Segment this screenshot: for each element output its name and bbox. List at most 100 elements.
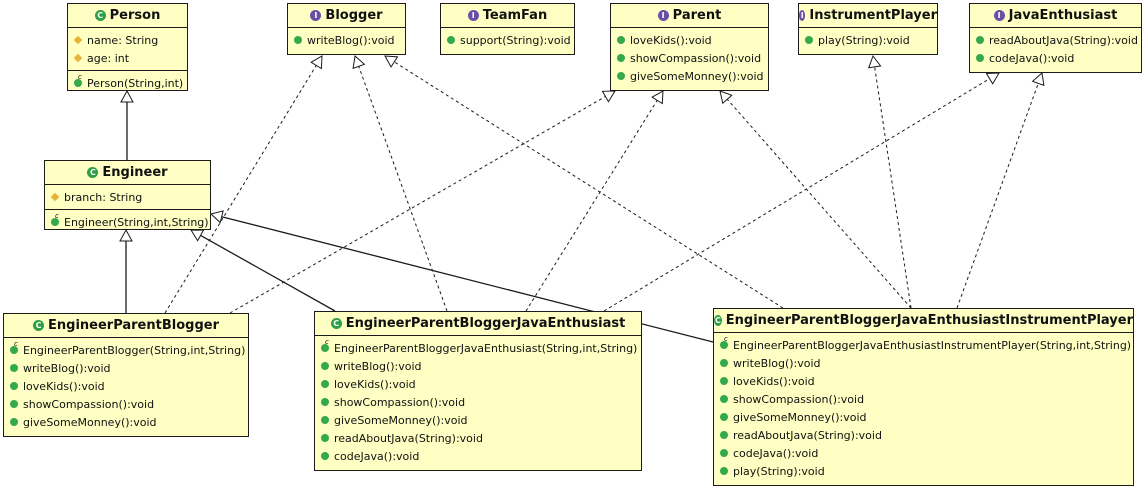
method-row[interactable]: play(String):void <box>714 462 1133 480</box>
method-row[interactable]: EngineerParentBloggerJavaEnthusiastInstr… <box>714 335 1133 354</box>
method-text: giveSomeMonney():void <box>630 69 764 83</box>
class-name: EngineerParentBlogger <box>48 318 219 333</box>
relation-line <box>358 66 448 312</box>
field-row[interactable]: branch: String <box>45 188 210 206</box>
method-row[interactable]: writeBlog():void <box>4 359 248 377</box>
public-method-icon <box>720 467 728 475</box>
realization-epbj-to-parent <box>525 90 664 312</box>
method-row[interactable]: writeBlog():void <box>714 354 1133 372</box>
method-row[interactable]: giveSomeMonney():void <box>4 413 248 431</box>
arrowhead-hollow-triangle <box>209 210 224 224</box>
public-method-icon <box>10 418 18 426</box>
field-row[interactable]: name: String <box>68 31 187 49</box>
field-text: age: int <box>87 51 130 65</box>
method-text: showCompassion():void <box>733 392 865 406</box>
interface-icon: I <box>467 10 479 21</box>
method-text: loveKids():void <box>733 374 815 388</box>
class-name: EngineerParentBloggerJavaEnthusiastInstr… <box>725 313 1133 328</box>
public-method-icon <box>321 434 329 442</box>
public-method-icon <box>321 452 329 460</box>
method-row[interactable]: loveKids():void <box>714 372 1133 390</box>
field-row[interactable]: age: int <box>68 49 187 67</box>
realization-epbji-to-blogger <box>384 55 784 309</box>
methods-section: play(String):void <box>799 28 937 52</box>
public-method-icon <box>720 449 728 457</box>
method-text: codeJava():void <box>334 449 420 463</box>
class-name: Engineer <box>102 165 168 180</box>
method-text: Engineer(String,int,String) <box>64 215 209 229</box>
public-method-icon <box>321 380 329 388</box>
arrowhead-hollow-triangle <box>119 228 133 242</box>
class-box-engineerparentbloggerjavaenthusiast[interactable]: CEngineerParentBloggerJavaEnthusiastEngi… <box>314 311 642 471</box>
method-row[interactable]: writeBlog():void <box>315 357 641 375</box>
method-row[interactable]: codeJava():void <box>970 49 1141 67</box>
public-method-icon <box>617 54 625 62</box>
method-text: giveSomeMonney():void <box>23 415 157 429</box>
interface-icon: I <box>310 10 322 21</box>
methods-section: Engineer(String,int,String) <box>45 210 210 234</box>
method-row[interactable]: play(String):void <box>799 31 937 49</box>
method-row[interactable]: readAboutJava(String):void <box>970 31 1141 49</box>
method-row[interactable]: readAboutJava(String):void <box>714 426 1133 444</box>
method-text: writeBlog():void <box>307 33 395 47</box>
methods-section: support(String):void <box>441 28 574 52</box>
method-text: showCompassion():void <box>630 51 762 65</box>
method-row[interactable]: giveSomeMonney():void <box>315 411 641 429</box>
method-text: codeJava():void <box>989 51 1075 65</box>
method-row[interactable]: loveKids():void <box>611 31 768 49</box>
method-row[interactable]: loveKids():void <box>315 375 641 393</box>
method-row[interactable]: loveKids():void <box>4 377 248 395</box>
method-row[interactable]: showCompassion():void <box>4 395 248 413</box>
method-row[interactable]: Engineer(String,int,String) <box>45 212 210 231</box>
arrowhead-hollow-triangle <box>352 55 366 70</box>
method-row[interactable]: showCompassion():void <box>714 390 1133 408</box>
class-name: Blogger <box>325 8 383 23</box>
constructor-icon <box>10 340 18 354</box>
class-name: JavaEnthusiast <box>1008 8 1118 23</box>
method-row[interactable]: giveSomeMonney():void <box>611 67 768 85</box>
protected-field-icon <box>73 35 83 45</box>
arrowhead-hollow-triangle <box>310 55 323 70</box>
method-row[interactable]: readAboutJava(String):void <box>315 429 641 447</box>
fields-section: name: String age: int <box>68 28 187 71</box>
method-text: writeBlog():void <box>334 359 422 373</box>
method-row[interactable]: writeBlog():void <box>288 31 405 49</box>
interface-icon: I <box>657 10 669 21</box>
class-icon: C <box>330 318 342 329</box>
class-icon: C <box>94 10 106 21</box>
public-method-icon <box>720 431 728 439</box>
method-row[interactable]: EngineerParentBlogger(String,int,String) <box>4 340 248 359</box>
method-row[interactable]: EngineerParentBloggerJavaEnthusiast(Stri… <box>315 338 641 357</box>
method-row[interactable]: support(String):void <box>441 31 574 49</box>
method-row[interactable]: showCompassion():void <box>315 393 641 411</box>
generalization-epbj-to-engineer <box>190 229 336 312</box>
method-row[interactable]: showCompassion():void <box>611 49 768 67</box>
method-text: codeJava():void <box>733 446 819 460</box>
method-row[interactable]: codeJava():void <box>714 444 1133 462</box>
class-name: Parent <box>672 8 722 23</box>
method-row[interactable]: Person(String,int) <box>68 73 187 92</box>
method-row[interactable]: giveSomeMonney():void <box>714 408 1133 426</box>
class-icon: C <box>714 315 722 326</box>
method-text: readAboutJava(String):void <box>989 33 1138 47</box>
method-text: Person(String,int) <box>87 76 184 90</box>
methods-section: EngineerParentBloggerJavaEnthusiastInstr… <box>714 333 1133 483</box>
class-box-engineerparentblogger[interactable]: CEngineerParentBloggerEngineerParentBlog… <box>3 313 249 437</box>
realization-epbji-to-parent <box>719 90 912 309</box>
realization-epb-to-blogger <box>164 55 323 314</box>
method-row[interactable]: codeJava():void <box>315 447 641 465</box>
